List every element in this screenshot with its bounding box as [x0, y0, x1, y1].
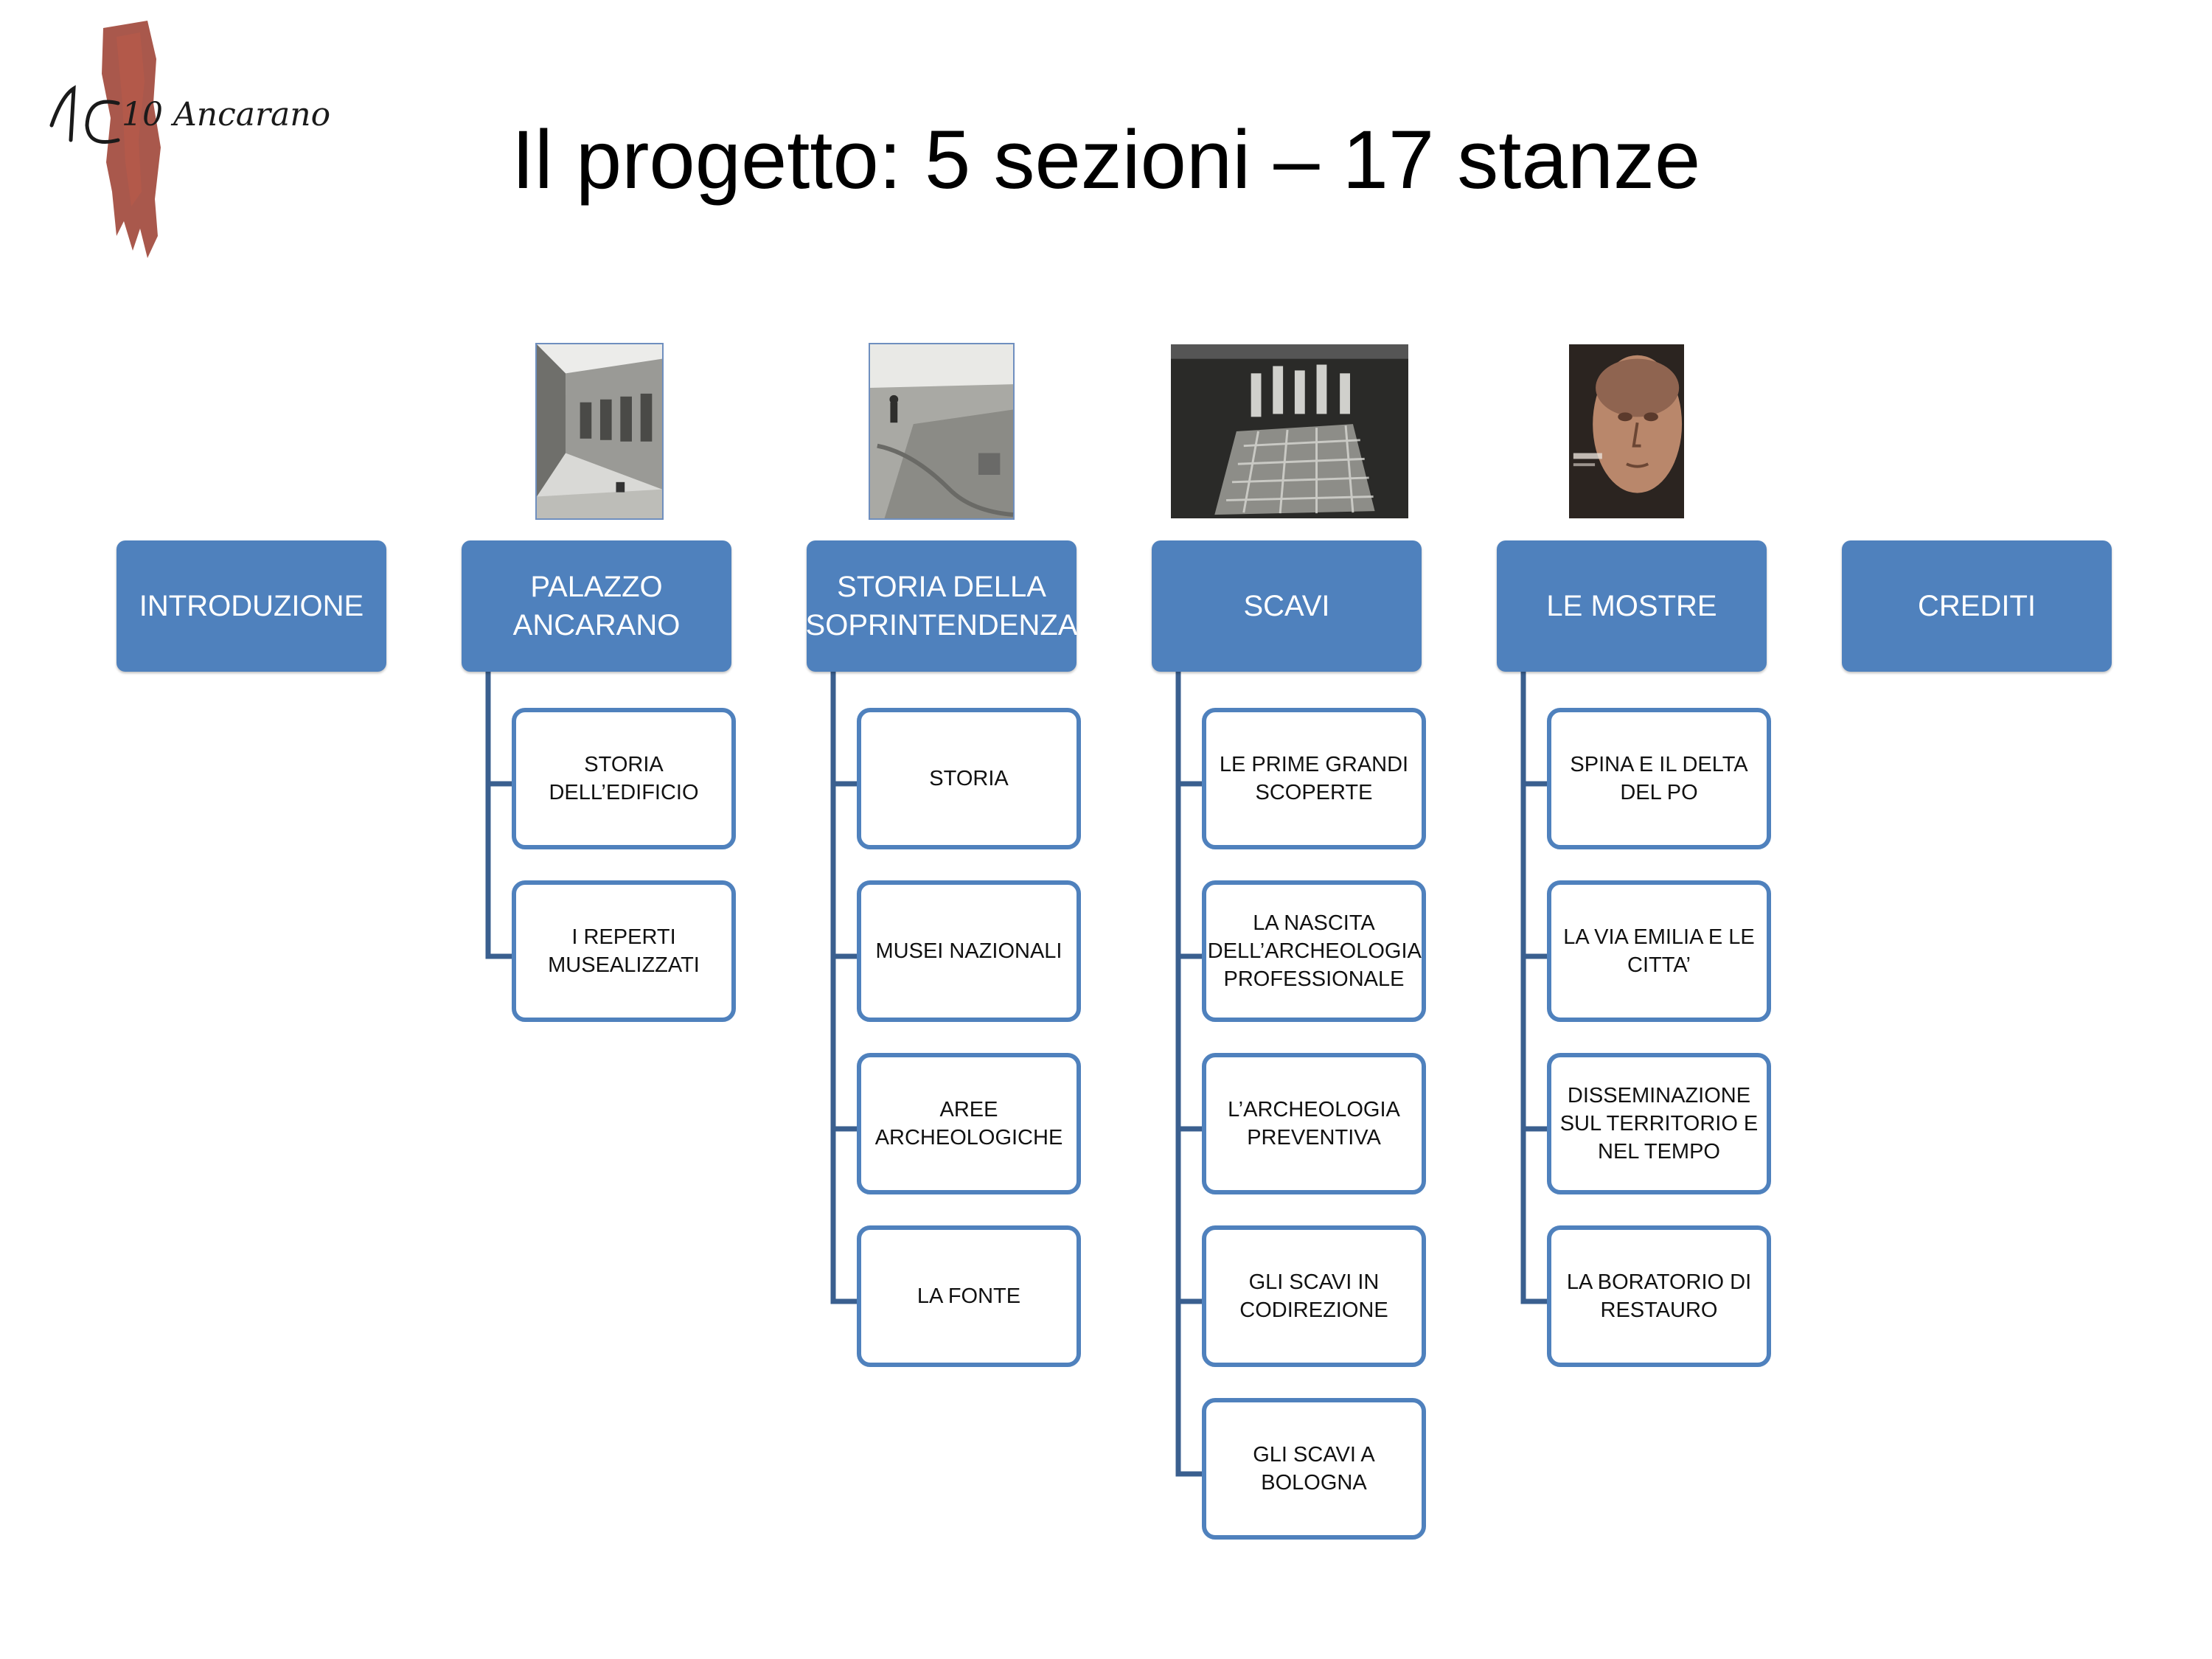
room-la-fonte[interactable]: LA FONTE: [857, 1225, 1081, 1367]
room-musei-nazionali[interactable]: MUSEI NAZIONALI: [857, 880, 1081, 1022]
room-archeologia-preventiva[interactable]: L’ARCHEOLOGIA PREVENTIVA: [1202, 1053, 1426, 1194]
room-storia[interactable]: STORIA: [857, 708, 1081, 849]
room-prime-grandi-scoperte[interactable]: LE PRIME GRANDI SCOPERTE: [1202, 708, 1426, 849]
room-reperti-musealizzati[interactable]: I REPERTI MUSEALIZZATI: [512, 880, 736, 1022]
palazzo-photo: [535, 343, 664, 520]
ancarano-logo: 10 Ancarano: [29, 15, 330, 265]
room-nascita-archeologia[interactable]: LA NASCITA DELL’ARCHEOLOGIA PROFESSIONAL…: [1202, 880, 1426, 1022]
logo-text: 10 Ancarano: [122, 96, 330, 133]
section-storia-soprintendenza[interactable]: STORIA DELLA SOPRINTENDENZA: [806, 540, 1077, 672]
section-introduzione[interactable]: INTRODUZIONE: [116, 540, 386, 672]
room-laboratorio-restauro[interactable]: LA BORATORIO DI RESTAURO: [1547, 1225, 1771, 1367]
room-scavi-bologna[interactable]: GLI SCAVI A BOLOGNA: [1202, 1398, 1426, 1540]
room-spina-delta-po[interactable]: SPINA E IL DELTA DEL PO: [1547, 708, 1771, 849]
excavation-group-photo: [1169, 343, 1410, 520]
room-scavi-codirezione[interactable]: GLI SCAVI IN CODIREZIONE: [1202, 1225, 1426, 1367]
room-aree-archeologiche[interactable]: AREE ARCHEOLOGICHE: [857, 1053, 1081, 1194]
section-le-mostre[interactable]: LE MOSTRE: [1497, 540, 1767, 672]
page-title: Il progetto: 5 sezioni – 17 stanze: [511, 114, 1701, 206]
room-disseminazione[interactable]: DISSEMINAZIONE SUL TERRITORIO E NEL TEMP…: [1547, 1053, 1771, 1194]
logo-mark: 10 Ancarano: [49, 21, 330, 258]
section-palazzo-ancarano[interactable]: PALAZZO ANCARANO: [462, 540, 731, 672]
room-storia-edificio[interactable]: STORIA DELL’EDIFICIO: [512, 708, 736, 849]
room-via-emilia[interactable]: LA VIA EMILIA E LE CITTA’: [1547, 880, 1771, 1022]
section-scavi[interactable]: SCAVI: [1152, 540, 1422, 672]
section-crediti[interactable]: CREDITI: [1842, 540, 2112, 672]
excavation-site-photo: [869, 343, 1015, 520]
emilia-exhibition-poster: [1568, 343, 1686, 520]
